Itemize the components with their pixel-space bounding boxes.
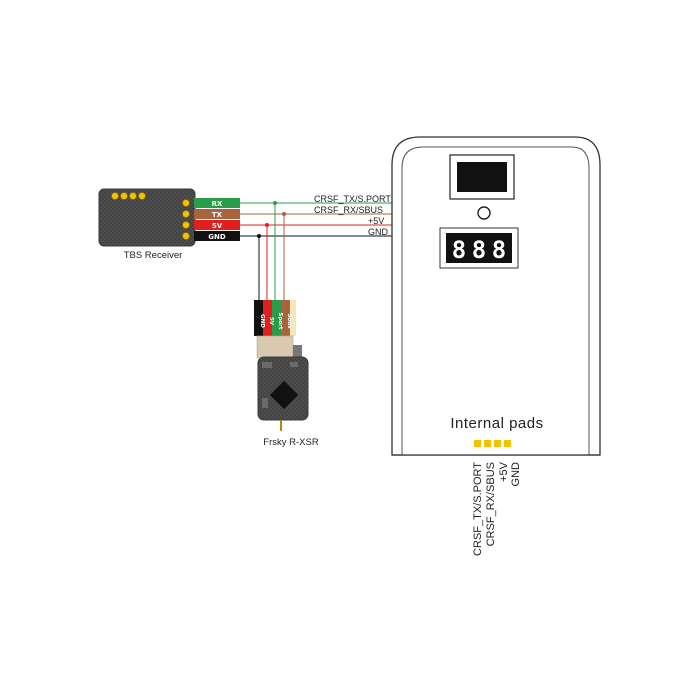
tbs-pin-rx: [194, 198, 240, 208]
device-button: [477, 206, 491, 220]
tbs-receiver: TBS Receiver: [98, 188, 196, 261]
internal-pad-labels: CRSF_TX/S.PORT CRSF_RX/SBUS +5V GND: [472, 461, 522, 556]
frsky-component: [290, 362, 298, 367]
internal-pad-2: [484, 440, 491, 447]
tbs-pin-5v-label: 5V: [212, 222, 223, 230]
frsky-pin-gnd: [254, 300, 263, 336]
device-display: [446, 233, 512, 263]
signal-label-5v: +5V: [368, 216, 384, 226]
frsky-antenna-stub: [293, 345, 302, 363]
tbs-pin-tx: [194, 209, 240, 219]
frsky-header: [256, 335, 294, 359]
display-digit-2: 8: [472, 236, 486, 264]
tbs-side-pads: [182, 199, 190, 240]
internal-pad-3: [494, 440, 501, 447]
tbs-pin-tags: RX TX 5V GND: [194, 198, 240, 241]
frsky-label: Frsky R-XSR: [263, 437, 319, 448]
internal-pad-1: [474, 440, 481, 447]
frsky-pin-gnd-label: GND: [259, 314, 265, 328]
signal-label-crsf-tx: CRSF_TX/S.PORT: [314, 194, 391, 204]
tbs-receiver-label: TBS Receiver: [124, 250, 183, 261]
frsky-pin-sport: [272, 300, 281, 336]
tbs-pin-gnd-label: GND: [208, 233, 226, 241]
internal-pads: [474, 440, 511, 447]
device-switch: [457, 162, 507, 192]
signal-labels: CRSF_TX/S.PORT CRSF_RX/SBUS +5V GND: [314, 194, 391, 237]
tbs-pin-5v: [194, 220, 240, 230]
tbs-pin-gnd: [194, 231, 240, 241]
frsky-connector: GND 5V Sport Sbus: [254, 300, 296, 336]
pad-label-gnd: GND: [510, 462, 522, 487]
junction-crsf-tx: [273, 201, 277, 205]
display-digit-1: 8: [452, 236, 466, 264]
internal-pads-title: Internal pads: [450, 415, 543, 432]
signal-label-crsf-rx: CRSF_RX/SBUS: [314, 205, 383, 215]
pad-label-crsf-tx: CRSF_TX/S.PORT: [472, 462, 484, 556]
tbs-top-pads: [111, 192, 146, 200]
frsky-pin-sport-label: Sport: [277, 312, 283, 329]
frsky-pin-sbus-label: Sbus: [286, 313, 292, 329]
frsky-pin-sbus: [281, 300, 290, 336]
pad-label-crsf-rx: CRSF_RX/SBUS: [485, 462, 497, 546]
frsky-component: [262, 362, 272, 368]
junction-crsf-rx: [282, 212, 286, 216]
device-inner-face: [401, 146, 590, 456]
frsky-rxsr: GND 5V Sport Sbus Frsky R-XSR: [254, 300, 319, 448]
device-body: 8 8 8 Internal pads: [391, 136, 601, 456]
internal-pad-4: [504, 440, 511, 447]
frsky-chip: [269, 380, 299, 410]
signal-label-gnd: GND: [368, 227, 389, 237]
display-digit-3: 8: [492, 236, 506, 264]
tbs-pin-tx-label: TX: [212, 211, 223, 219]
frsky-pin-5v-label: 5V: [268, 317, 274, 326]
junction-5v: [265, 223, 269, 227]
wires: [240, 201, 392, 300]
pad-label-5v: +5V: [498, 461, 510, 482]
frsky-pin-spare: [290, 300, 296, 336]
tbs-pin-rx-label: RX: [212, 200, 223, 208]
frsky-component: [262, 398, 268, 408]
junction-gnd: [257, 234, 261, 238]
frsky-pin-5v: [263, 300, 272, 336]
